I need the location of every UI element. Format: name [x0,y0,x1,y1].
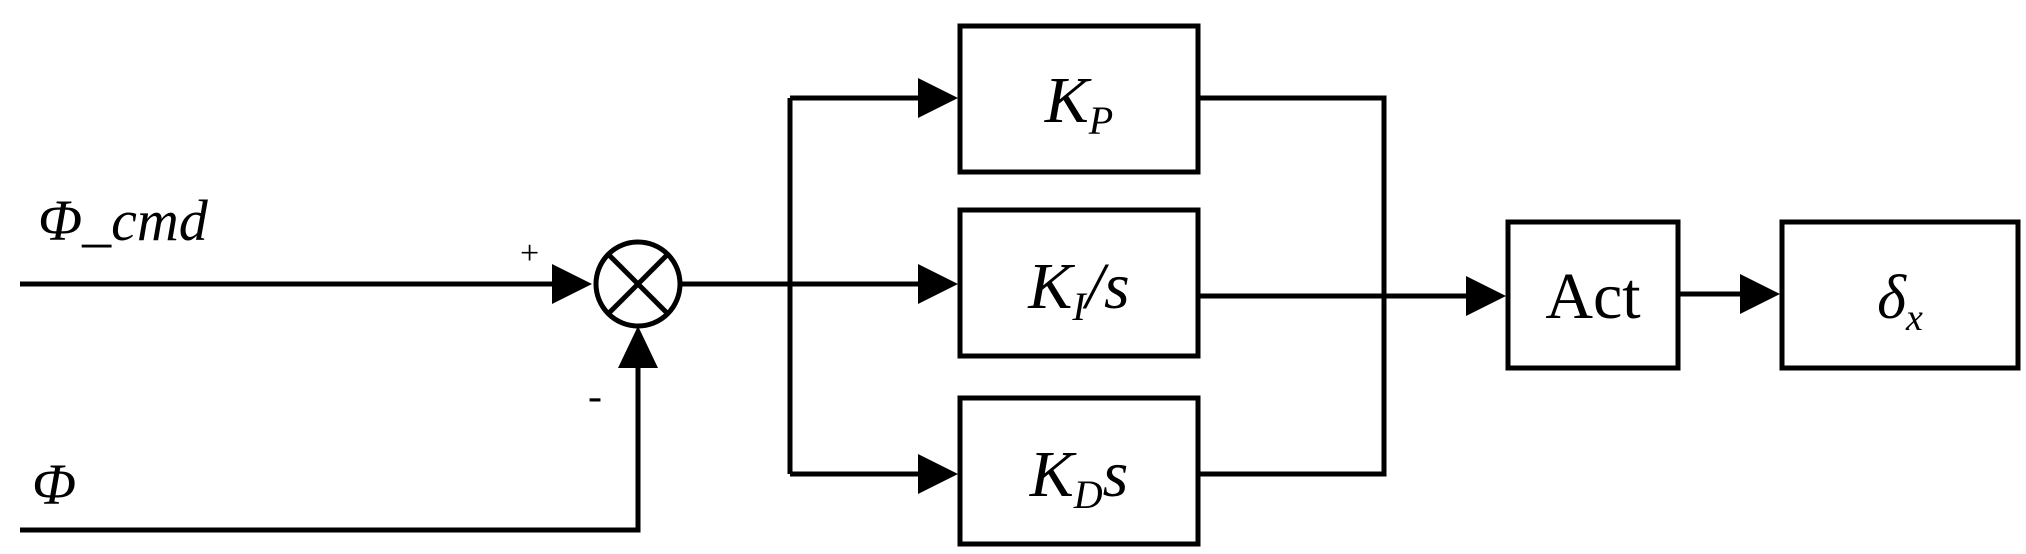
act-arrowhead [1466,276,1506,316]
integral-block [957,207,1201,359]
kd-arrowhead [918,454,958,494]
output-label: δx [1877,264,1923,339]
kp-arrowhead [918,78,958,118]
derivative-label: KDs [1029,438,1129,517]
proportional-label: KP [1044,64,1113,143]
summing-junction [593,239,683,329]
integral-label: KI/s [1027,250,1129,329]
output-block [1779,219,2021,371]
feedback-signal-line [20,364,641,533]
command-label: Φ_cmd [38,188,209,253]
derivative-block [957,395,1201,547]
actuator-label: Act [1545,260,1640,333]
output-arrowhead [1740,274,1780,314]
command-arrowhead [552,264,592,304]
feedback-arrowhead [618,326,658,368]
kp-output-line [1198,95,1387,477]
minus-sign: - [588,374,602,420]
feedback-label: Φ [32,452,76,517]
ki-arrowhead [918,264,958,304]
plus-sign: + [520,235,539,272]
actuator-block [1505,219,1681,371]
